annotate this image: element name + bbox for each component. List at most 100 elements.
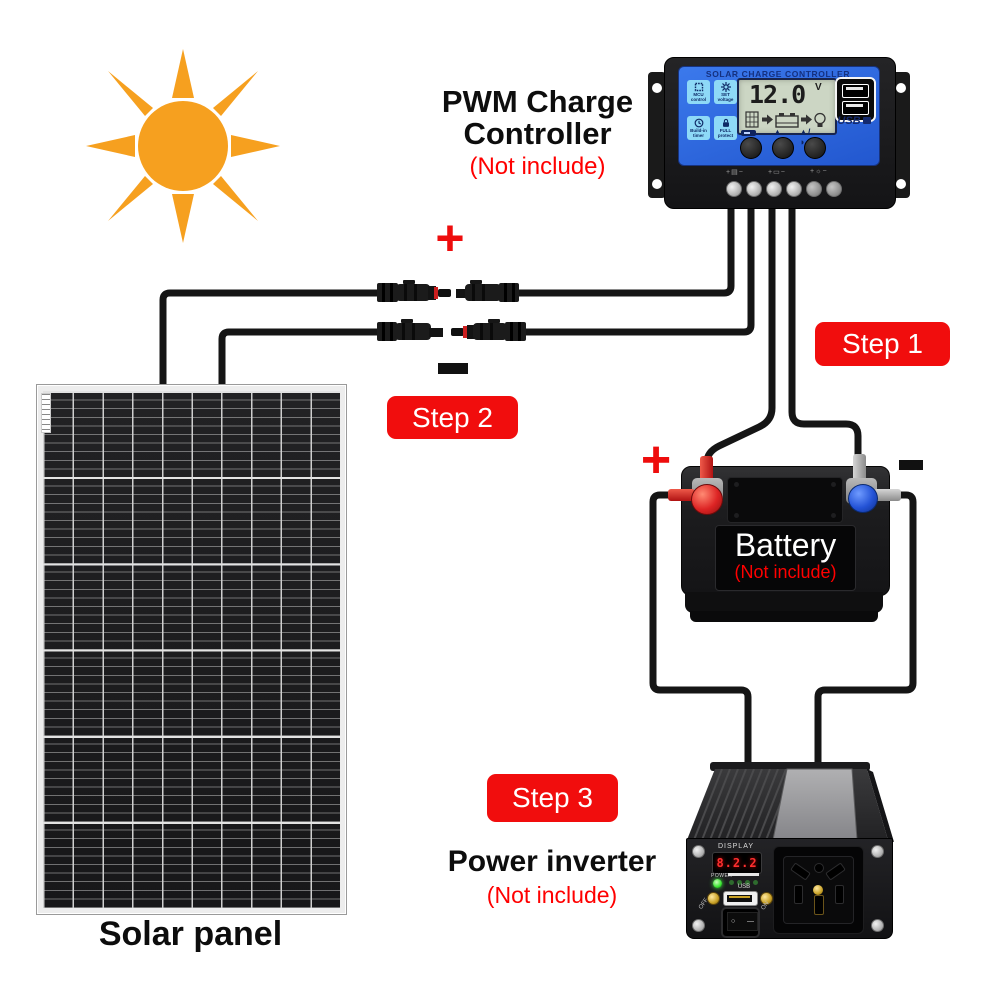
lcd-flow-icons (745, 111, 826, 128)
controller-title-line1: PWM Charge (441, 84, 634, 119)
feature-chip-mcu: MCU control (687, 80, 710, 104)
clock-icon (694, 118, 703, 127)
controller-caption: PWM Charge Controller (Not include) (395, 84, 680, 181)
mc4-connector-pair-negative (377, 319, 526, 341)
inverter-display-label: DISPLAY (717, 843, 755, 850)
outlet-round-hole (814, 863, 824, 873)
controller-left-ear (648, 72, 666, 198)
battery-base (685, 592, 883, 613)
mount-hole (652, 179, 662, 189)
step-1-badge: Step 1 (815, 322, 950, 366)
usb-port-slot (842, 84, 869, 98)
controller-lcd: 12.0 V (737, 78, 837, 135)
terminal-screw (766, 181, 782, 197)
wire-pv-positive-left (159, 289, 378, 389)
terminal-mark: +▭− (768, 169, 786, 176)
inverter-corner-screw (692, 919, 705, 932)
battery-vent-cover (727, 477, 843, 523)
terminal-screw (826, 181, 842, 197)
terminal-mark: +☼− (810, 168, 828, 175)
battery-label: Battery (734, 527, 837, 563)
mount-hole (896, 83, 906, 93)
battery-minus-symbol (899, 460, 923, 470)
inverter-usb-label: USB (737, 884, 751, 890)
status-led (737, 880, 742, 885)
battery-label-plate: Battery (Not include) (715, 525, 856, 591)
terminal-screw (726, 181, 742, 197)
inverter-label: Power inverter (447, 845, 657, 878)
usb-port-slot (842, 101, 869, 115)
mc4-connector-pair-positive (377, 280, 519, 302)
status-led (753, 880, 758, 885)
feature-chip-timer: Build-in timer (687, 116, 710, 140)
outlet-slot-side (794, 885, 803, 904)
controller-not-include-note: (Not include) (469, 153, 606, 181)
pv-minus-symbol (438, 363, 468, 374)
controller-right-ear (892, 72, 910, 198)
terminal-mark: +▤− (726, 169, 744, 176)
power-led-green (713, 879, 722, 888)
controller-button-2 (772, 137, 794, 159)
wire-pv-negative-left (218, 328, 378, 389)
wire-pv-negative-right (520, 202, 755, 336)
led-bar (728, 873, 759, 876)
controller-button-3 (804, 137, 826, 159)
menu-bar-icon (741, 130, 756, 136)
panel-screw-left (707, 892, 720, 905)
inverter-not-include-note: (Not include) (486, 882, 618, 908)
step-3-badge: Step 3 (487, 774, 618, 822)
battery-base-lower (690, 611, 878, 622)
inverter-rocker-switch: ○ — (721, 907, 760, 938)
mount-hole (896, 179, 906, 189)
inverter-usb-port (723, 891, 758, 906)
rocker-circle-symbol: ○ (731, 918, 736, 925)
battery-not-include-note: (Not include) (734, 562, 837, 583)
outlet-ground-slot (814, 895, 824, 915)
inverter-top-face (687, 762, 894, 842)
usb-ports (835, 77, 876, 122)
inverter-power-label: POWER (711, 873, 733, 879)
inverter-corner-screw (692, 845, 705, 858)
terminal-screw (746, 181, 762, 197)
battery-plus-symbol: + (640, 431, 672, 489)
gear-icon (720, 81, 731, 92)
pv-plus-symbol: + (435, 210, 465, 266)
inverter-corner-screw (871, 845, 884, 858)
feature-chip-protect: FULL protect (714, 116, 737, 140)
wire-battery-inverter-negative (814, 491, 917, 775)
battery-icon (775, 113, 799, 128)
inverter-caption: Power inverter (Not include) (427, 845, 677, 909)
controller-title-line2: Controller (463, 116, 612, 152)
lock-icon (722, 118, 729, 127)
wire-controller-battery-negative (788, 202, 862, 464)
solar-panel-sticker (41, 393, 51, 433)
mount-hole (652, 83, 662, 93)
inverter-display: 8.2.2 (712, 852, 762, 874)
inverter-display-value: 8.2.2 (716, 856, 758, 870)
status-led (745, 880, 750, 885)
triangle-up-icon: ▲ (773, 127, 782, 137)
solar-panel-cells (43, 391, 340, 908)
usb-label: USB (833, 115, 875, 127)
bulb-icon (814, 112, 826, 127)
status-led (729, 880, 734, 885)
controller-button-1 (740, 137, 762, 159)
terminal-screw (786, 181, 802, 197)
step-2-badge: Step 2 (387, 396, 518, 439)
usb-battery-icon (862, 117, 871, 124)
outlet-ground-pin (813, 885, 823, 895)
chip-icon (694, 82, 703, 91)
rocker-dash-symbol: — (747, 918, 754, 925)
arrow-icon (762, 114, 773, 125)
arrow-icon (801, 114, 812, 125)
ac-outlet (773, 846, 864, 934)
solar-panel (36, 384, 347, 915)
panel-screw-right (760, 892, 773, 905)
lcd-voltage-unit: V (815, 82, 822, 93)
wire-pv-positive-right (518, 202, 735, 297)
outlet-slot-side (835, 885, 844, 904)
solar-panel-label: Solar panel (98, 914, 283, 953)
sun-icon (86, 49, 280, 243)
